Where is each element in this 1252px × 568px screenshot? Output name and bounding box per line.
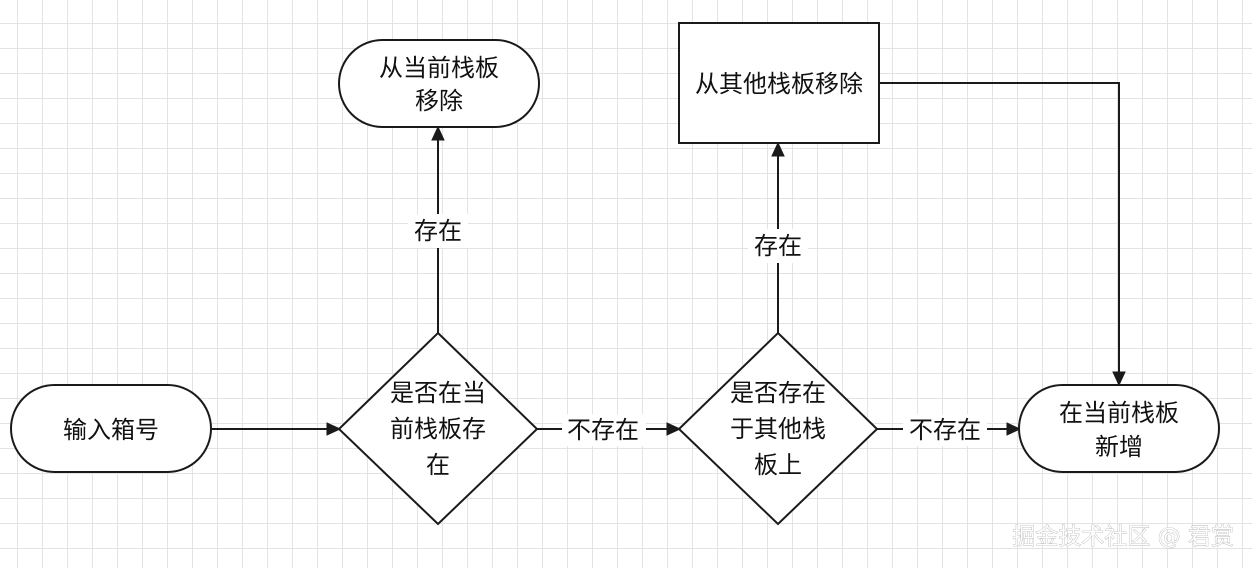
node-check-current-line-1: 是否在当	[390, 379, 486, 407]
node-check-other-line-1: 是否存在	[730, 379, 826, 407]
edge-label-exists-1: 存在	[414, 217, 462, 245]
arrowhead-icon	[666, 422, 682, 436]
edge-label-exists-2: 存在	[754, 232, 802, 260]
edge-remove-other-to-add-current	[878, 82, 1120, 372]
node-input: 输入箱号	[10, 384, 212, 473]
arrowhead-icon	[771, 141, 785, 157]
watermark: 掘金技术社区 @ 君赏	[1012, 524, 1234, 550]
node-check-current-line-3: 在	[426, 451, 450, 479]
node-remove-other: 从其他栈板移除	[678, 22, 880, 144]
node-input-text: 输入箱号	[63, 416, 159, 444]
node-check-current-line-2: 前栈板存	[390, 415, 486, 443]
node-add-current-line-2: 新增	[1095, 433, 1143, 461]
arrowhead-icon	[326, 422, 342, 436]
node-remove-current: 从当前栈板 移除	[338, 39, 540, 128]
node-remove-current-line-2: 移除	[415, 87, 463, 115]
node-check-current: 是否在当 前栈板存 在	[337, 331, 539, 526]
node-check-other-line-3: 板上	[754, 451, 802, 479]
node-add-current: 在当前栈板 新增	[1018, 384, 1220, 473]
arrowhead-icon	[1112, 371, 1126, 387]
node-check-other-line-2: 于其他栈	[730, 415, 826, 443]
node-check-other: 是否存在 于其他栈 板上	[677, 331, 879, 526]
edge-label-not-exists-1: 不存在	[567, 416, 639, 444]
node-remove-current-line-1: 从当前栈板	[379, 54, 499, 82]
arrowhead-icon	[431, 125, 445, 141]
node-add-current-line-1: 在当前栈板	[1059, 399, 1179, 427]
node-remove-other-text: 从其他栈板移除	[695, 70, 863, 98]
edge-label-not-exists-2: 不存在	[909, 416, 981, 444]
arrowhead-icon	[1006, 422, 1022, 436]
